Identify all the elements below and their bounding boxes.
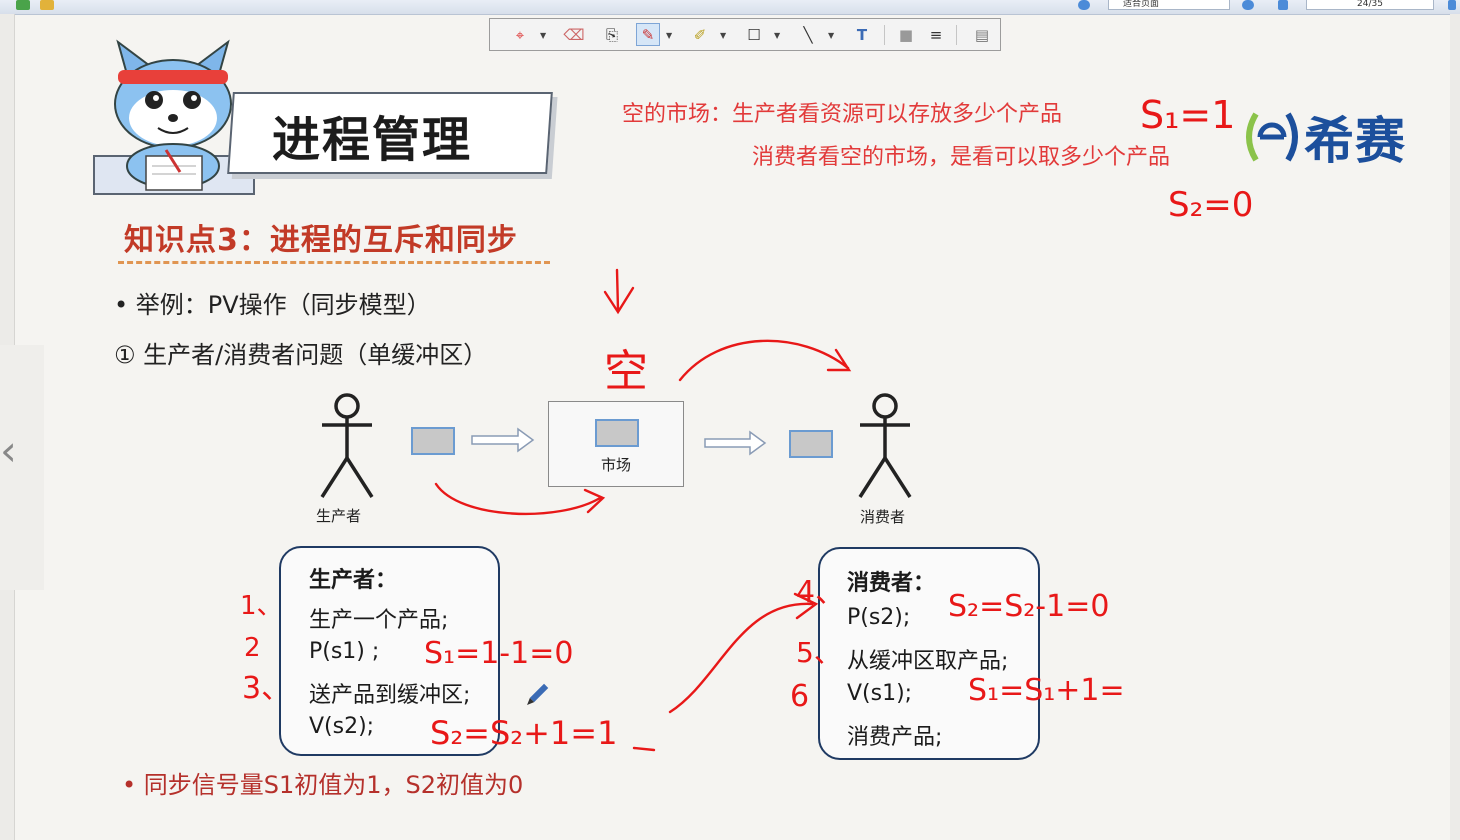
stamp-icon[interactable]: ⎘ [605, 25, 618, 44]
producer-line-4: V(s2); [309, 714, 375, 739]
consumer-line-3: V(s1); [847, 681, 913, 706]
eraser-icon[interactable]: ⌫ [563, 25, 585, 44]
producer-box-title: 生产者： [309, 568, 398, 593]
flow-arrow-to-market [471, 427, 535, 453]
producer-line-2: P(s1) ; [309, 639, 380, 664]
chevron-down-icon[interactable]: ▼ [774, 31, 781, 40]
crosshair-icon[interactable]: ⌖ [515, 25, 525, 44]
ink-arc-to-consumer [678, 339, 852, 382]
chevron-down-icon[interactable]: ▼ [720, 31, 727, 40]
logo-mark-icon [1246, 112, 1298, 162]
s2-calc-note: S₂=S₂+1=1 [430, 714, 617, 752]
right-rail [1450, 14, 1460, 840]
producer-line-3: 送产品到缓冲区; [309, 683, 471, 708]
product-block-consumer [789, 430, 833, 458]
flow-arrow-to-consumer [704, 430, 767, 456]
market-buffer: 市场 [548, 401, 684, 487]
annotation-note-1: 空的市场：生产者看资源可以存放多少个产品 [622, 102, 1063, 127]
step-3-note: 3、 [242, 671, 291, 706]
knowledge-point-title: 知识点3：进程的互斥和同步 [124, 223, 518, 258]
slide-title: 进程管理 [272, 112, 473, 168]
bullet-problem: ① 生产者/消费者问题（单缓冲区） [114, 341, 488, 369]
ink-arrow-down [603, 268, 635, 315]
consumer-figure [858, 393, 912, 498]
highlighter-icon[interactable]: ✐ [693, 25, 707, 44]
pen-cursor-icon [527, 683, 549, 705]
consumer-line-2: 从缓冲区取产品; [847, 649, 1009, 674]
chevron-down-icon[interactable]: ▼ [828, 31, 835, 40]
mascot-cat-logo [93, 39, 255, 195]
text-icon[interactable]: T [856, 25, 868, 44]
ink-arc-producer-to-market [434, 482, 606, 516]
pen-icon[interactable]: ✎ [636, 23, 660, 46]
producer-label: 生产者 [316, 507, 362, 525]
consumer-code-box: 消费者： P(s2); 从缓冲区取产品; V(s1); 消费产品; [818, 547, 1040, 760]
chevron-down-icon[interactable]: ▼ [540, 31, 547, 40]
title-underline [118, 261, 550, 264]
collapsed-side-panel[interactable] [0, 345, 44, 590]
producer-figure [320, 393, 374, 498]
step-4-note: 4、 [796, 575, 845, 610]
line-icon[interactable]: ╲ [803, 25, 813, 44]
toolbar-divider [956, 25, 957, 45]
annotation-note-2: 消费者看空的市场，是看可以取多少个产品 [752, 145, 1171, 170]
next-icon[interactable] [1448, 0, 1456, 10]
product-block-producer [411, 427, 455, 455]
consumer-label: 消费者 [860, 508, 906, 526]
line-width-icon[interactable]: ≡ [929, 25, 943, 44]
folder-icon[interactable] [40, 0, 54, 10]
s2-initial-note: S₂=0 [1168, 185, 1253, 225]
back-icon[interactable] [1278, 0, 1288, 10]
s1-calc-note: S₁=1-1=0 [424, 636, 573, 671]
s2-consumer-calc-note: S₂=S₂-1=0 [948, 589, 1109, 624]
consumer-box-title: 消费者： [847, 571, 936, 596]
producer-line-1: 生产一个产品; [309, 608, 449, 633]
page-counter[interactable]: 24/35 [1306, 0, 1434, 10]
step-6-note: 6 [790, 679, 809, 714]
xisai-logo: 希赛 [1240, 101, 1406, 173]
logo-text: 希赛 [1304, 112, 1406, 170]
ink-strokes [434, 268, 852, 752]
chevron-left-icon[interactable]: ‹ [0, 426, 17, 475]
consumer-line-4: 消费产品; [847, 725, 943, 750]
viewer-top-bar: 适合页面 24/35 [0, 0, 1460, 15]
consumer-line-1: P(s2); [847, 605, 911, 630]
refresh-icon[interactable] [1078, 0, 1090, 10]
producer-code-box: 生产者： 生产一个产品; P(s1) ; 送产品到缓冲区; V(s2); [279, 546, 500, 756]
toolbar-divider [884, 25, 885, 45]
product-block-market [595, 419, 639, 447]
kong-note: 空 [604, 346, 648, 397]
bullet-example: • 举例：PV操作（同步模型） [114, 291, 431, 319]
step-2-note: 2 [244, 633, 261, 663]
step-5-note: 5、 [796, 636, 842, 669]
s1-initial-note: S₁=1 [1140, 93, 1235, 137]
add-icon[interactable] [16, 0, 30, 10]
step-1-note: 1、 [240, 591, 283, 621]
footer-bullet: • 同步信号量S1初值为1，S2初值为0 [122, 771, 524, 799]
zoom-dropdown[interactable]: 适合页面 [1108, 0, 1230, 10]
fill-icon[interactable]: ■ [898, 25, 914, 44]
pages-icon[interactable]: ▤ [974, 25, 990, 44]
rectangle-icon[interactable]: ☐ [747, 25, 761, 44]
chevron-down-icon[interactable]: ▼ [666, 31, 673, 40]
s1-consumer-calc-note: S₁=S₁+1= [968, 673, 1125, 708]
annotation-toolbar: ⌖ ▼ ⌫ ⎘ ✎ ▼ ✐ ▼ ☐ ▼ ╲ ▼ T ■ ≡ ▤ [489, 18, 1001, 51]
market-label: 市场 [600, 456, 631, 474]
ink-arrow-to-consumer-step [668, 592, 819, 714]
prev-page-icon[interactable] [1242, 0, 1254, 10]
